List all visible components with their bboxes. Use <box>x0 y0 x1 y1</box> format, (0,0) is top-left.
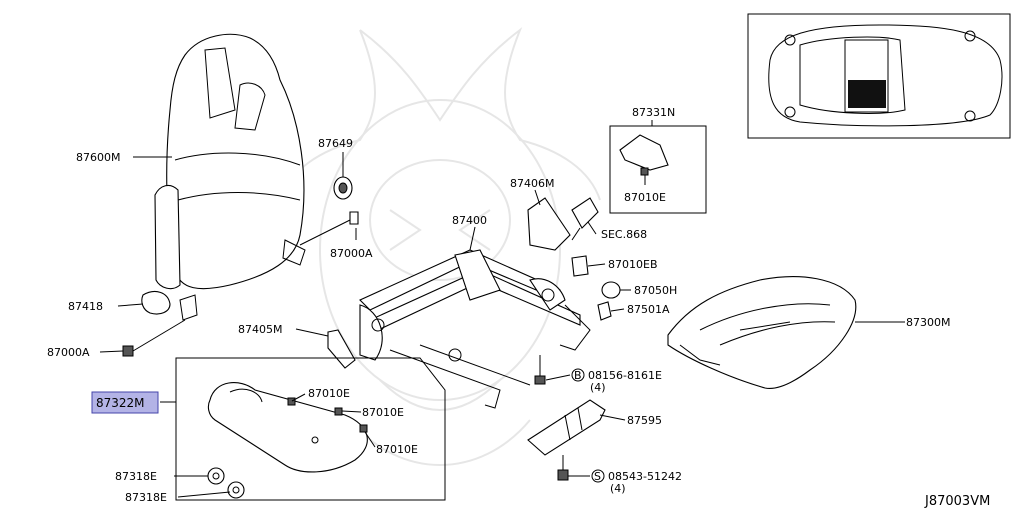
seat-back-87600M <box>154 33 306 290</box>
seat-location-marker <box>848 80 886 108</box>
label-87010E-3: 87010E <box>376 443 418 456</box>
label-S-marker: S <box>594 470 601 483</box>
svg-text:08543-51242: 08543-51242 <box>608 470 682 483</box>
label-87400: 87400 <box>452 214 487 227</box>
recliner-bracket <box>179 294 198 321</box>
belt-buckle-sec868 <box>571 197 599 241</box>
leader-lines <box>99 120 905 498</box>
label-87600M: 87600M <box>76 151 120 164</box>
bolt-87000A-top <box>299 211 359 246</box>
label-87010E-box: 87010E <box>624 191 666 204</box>
label-87318E-2: 87318E <box>125 491 167 504</box>
label-87649: 87649 <box>318 137 353 150</box>
label-87405M: 87405M <box>238 323 282 336</box>
watermark-emblem <box>279 27 601 466</box>
highlight-87322M <box>91 391 159 414</box>
pin-87501A <box>597 301 612 321</box>
knob-87318E-bottom <box>227 481 245 499</box>
cap-87050H <box>601 281 621 299</box>
label-08543-qty: (4) <box>610 482 626 495</box>
screw-08543-51242 <box>557 455 569 481</box>
seat-cushion-87300M <box>667 276 857 389</box>
label-87318E-1: 87318E <box>115 470 157 483</box>
label-87010E-1: 87010E <box>308 387 350 400</box>
label-87050H: 87050H <box>634 284 677 297</box>
bolt-08156-8161E <box>534 355 546 385</box>
label-B-marker: B <box>574 369 582 382</box>
bolt-87000A-left <box>122 319 186 357</box>
diagram-code: J87003VM <box>924 494 990 509</box>
label-87595: 87595 <box>627 414 662 427</box>
label-08543-51242: S 08543-51242 (4) <box>591 469 682 495</box>
label-87418: 87418 <box>68 300 103 313</box>
label-87300M: 87300M <box>906 316 950 329</box>
knob-87318E-top <box>207 467 225 485</box>
label-87406M: 87406M <box>510 177 554 190</box>
svg-text:08156-8161E: 08156-8161E <box>588 369 662 382</box>
knob-87418 <box>141 291 171 315</box>
cover-87406M <box>527 197 571 251</box>
seat-frame-87400 <box>359 249 591 409</box>
label-87010EB: 87010EB <box>608 258 658 271</box>
label-08156-8161E: B 08156-8161E (4) <box>571 368 662 394</box>
label-87010E-2: 87010E <box>362 406 404 419</box>
bushing-87010EB <box>571 255 589 277</box>
label-sec868: SEC.868 <box>601 228 647 241</box>
box-87331N <box>609 125 707 214</box>
label-87322M: 87322M <box>96 396 145 410</box>
car-location-inset <box>747 13 1011 139</box>
bracket-87595 <box>527 399 606 456</box>
label-08156-qty: (4) <box>590 381 606 394</box>
label-87501A: 87501A <box>627 303 670 316</box>
label-87000A-top: 87000A <box>330 247 373 260</box>
label-87331N: 87331N <box>632 106 675 119</box>
label-87000A-left: 87000A <box>47 346 90 359</box>
